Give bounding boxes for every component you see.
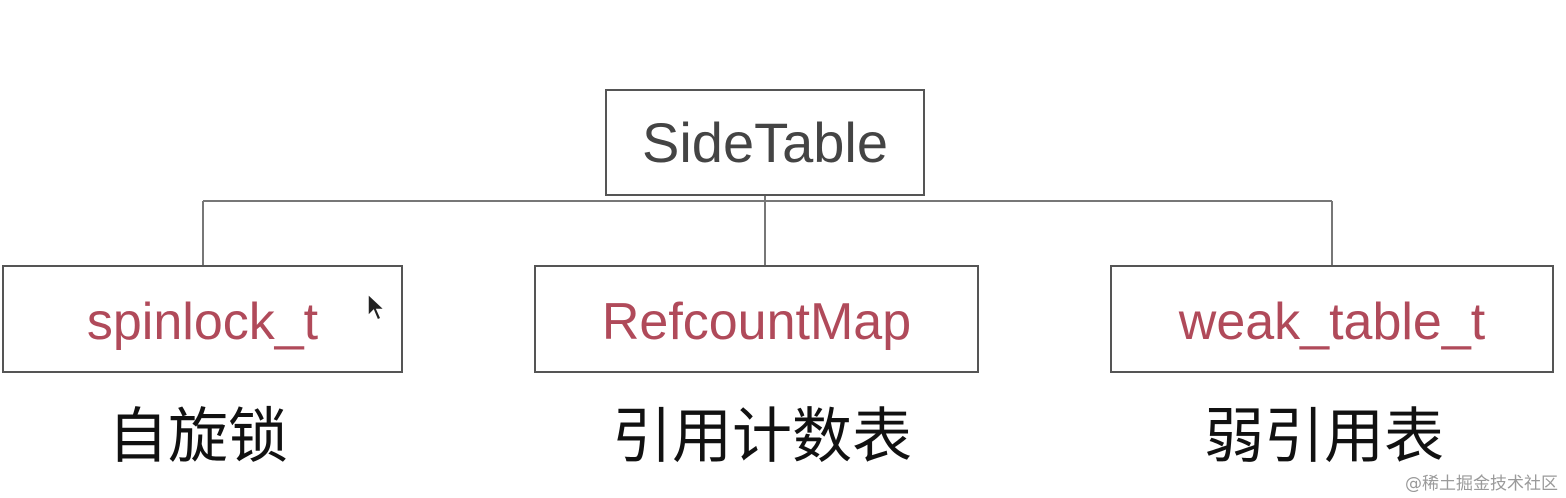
watermark: @稀土掘金技术社区 xyxy=(1405,474,1558,494)
child-node-refcountmap: RefcountMap xyxy=(534,265,979,373)
root-node-label: SideTable xyxy=(642,111,888,174)
child-caption: 自旋锁 xyxy=(108,402,288,472)
child-caption: 引用计数表 xyxy=(612,402,912,472)
mouse-pointer-icon xyxy=(367,292,387,321)
child-node-spinlock: spinlock_t xyxy=(2,265,403,373)
root-node-sidetable: SideTable xyxy=(605,89,925,196)
child-node-label: weak_table_t xyxy=(1178,293,1486,351)
child-caption: 弱引用表 xyxy=(1204,402,1444,472)
child-node-label: RefcountMap xyxy=(601,293,912,351)
child-node-label: spinlock_t xyxy=(86,293,319,351)
child-node-weak-table: weak_table_t xyxy=(1110,265,1554,373)
